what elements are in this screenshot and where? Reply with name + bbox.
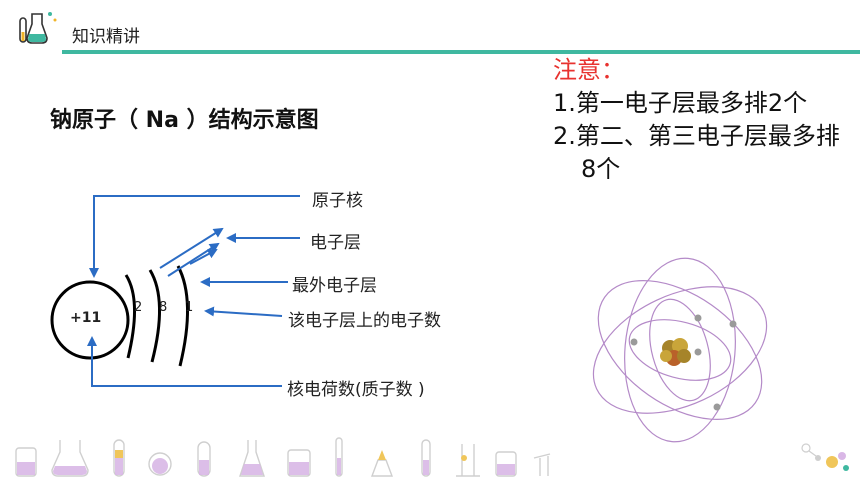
nuclear-charge-arrow <box>87 336 282 387</box>
round-flask-icon <box>148 452 172 476</box>
label-shell: 电子层 <box>310 233 361 253</box>
nucleus-circle <box>50 280 130 360</box>
header-divider <box>62 50 860 54</box>
shell-arc-1 <box>124 274 136 359</box>
label-outer-shell: 最外电子层 <box>292 276 377 296</box>
electron-count-arrow <box>204 306 283 317</box>
note-box: 注意： 1.第一电子层最多排2个 2.第二、第三电子层最多排8个 <box>553 54 853 186</box>
atom-nucleus-icon <box>660 338 691 366</box>
lab-flask-logo-icon <box>19 12 57 44</box>
shell-arrow-3 <box>189 249 218 265</box>
beaker-icon <box>15 447 37 477</box>
shell-count-2: 8 <box>159 300 168 315</box>
label-nuclear-charge: 核电荷数(质子数 ) <box>287 380 425 400</box>
diagram-title: 钠原子（ Na ）结构示意图 <box>50 108 319 133</box>
shell-arrow-1 <box>159 227 224 269</box>
shell-arc-3 <box>176 265 190 367</box>
pipette-icon <box>335 437 343 477</box>
molecule-icon <box>801 443 849 471</box>
test-tube-icon <box>113 439 125 477</box>
thermometer-icon <box>421 439 431 477</box>
flask-icon <box>51 440 89 477</box>
test-tube-icon-2 <box>197 441 211 477</box>
note-item-1: 1.第一电子层最多排2个 <box>553 89 808 117</box>
nucleus-arrow <box>89 195 300 278</box>
jar-icon <box>287 449 311 477</box>
header-title: 知识精讲 <box>72 27 140 47</box>
note-title: 注意： <box>553 56 625 84</box>
label-nucleus: 原子核 <box>312 191 363 211</box>
tripod-icon <box>533 453 551 476</box>
header: 知识精讲 <box>0 0 860 60</box>
stand-icon <box>456 444 480 477</box>
shell-count-3: 1 <box>185 300 194 315</box>
shell-count-1: 2 <box>134 300 143 315</box>
conical-flask-icon <box>239 440 265 477</box>
note-item-2: 2.第二、第三电子层最多排8个 <box>553 122 840 183</box>
shell-arc-2 <box>148 269 161 363</box>
electron-dots <box>630 314 737 411</box>
nucleus-charge: +11 <box>70 310 102 326</box>
beaker-icon-2 <box>495 451 517 477</box>
burner-icon <box>370 459 394 477</box>
label-electron-count: 该电子层上的电子数 <box>288 311 441 331</box>
